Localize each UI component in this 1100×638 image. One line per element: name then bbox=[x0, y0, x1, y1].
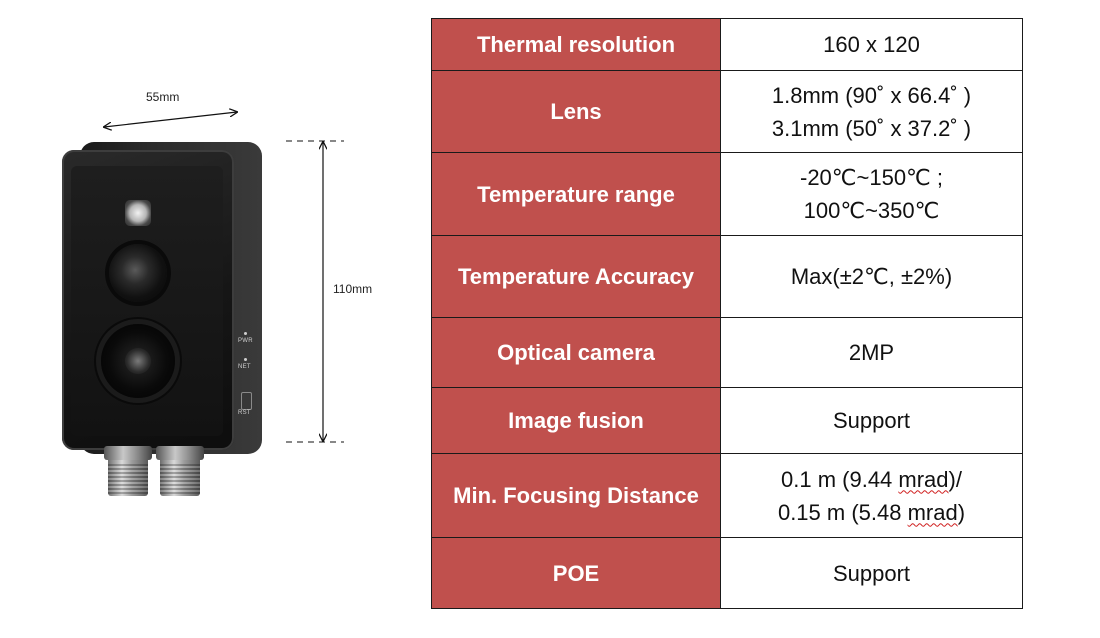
spec-value-line: 0.1 m (9.44 mrad)/ bbox=[731, 463, 1012, 496]
table-row: POE Support bbox=[431, 537, 1023, 609]
thermal-lens-core bbox=[125, 348, 151, 374]
spec-value-part: ) bbox=[957, 499, 966, 525]
spec-value-line: 1.8mm (90˚ x 66.4˚ ) bbox=[771, 82, 972, 108]
spec-label: Image fusion bbox=[431, 387, 721, 454]
spec-value: 160 x 120 bbox=[720, 18, 1023, 71]
spec-label: Min. Focusing Distance bbox=[431, 453, 721, 538]
width-dimension-label: 55mm bbox=[146, 90, 180, 104]
rst-label: RST bbox=[238, 410, 251, 416]
spec-value: Support bbox=[720, 537, 1023, 609]
spec-label: Thermal resolution bbox=[431, 18, 721, 71]
table-row: Thermal resolution 160 x 120 bbox=[431, 18, 1023, 71]
spec-value-line: 3.1mm (50˚ x 37.2˚ ) bbox=[771, 115, 972, 141]
pwr-led bbox=[244, 332, 247, 335]
spec-value-line: 0.15 m (5.48 mrad) bbox=[731, 496, 1012, 529]
table-row: Temperature range -20℃~150℃ ; 100℃~350℃ bbox=[431, 152, 1023, 236]
spec-label: Temperature range bbox=[431, 152, 721, 236]
spec-label: Temperature Accuracy bbox=[431, 235, 721, 318]
spec-value-line: -20℃~150℃ ; bbox=[800, 165, 943, 190]
spec-label: Lens bbox=[431, 70, 721, 153]
spec-value-part: mrad bbox=[907, 499, 958, 525]
spec-value-line: 100℃~350℃ bbox=[803, 198, 940, 223]
connector-left bbox=[104, 446, 152, 496]
thermal-lens bbox=[101, 324, 175, 398]
table-row: Optical camera 2MP bbox=[431, 317, 1023, 388]
spec-label: Optical camera bbox=[431, 317, 721, 388]
spec-value: 0.1 m (9.44 mrad)/ 0.15 m (5.48 mrad) bbox=[720, 453, 1023, 538]
net-led bbox=[244, 358, 247, 361]
camera-front-panel bbox=[62, 150, 234, 450]
table-row: Min. Focusing Distance 0.1 m (9.44 mrad)… bbox=[431, 453, 1023, 538]
product-illustration: 55mm 110mm PWR NET RST bbox=[0, 0, 420, 638]
camera-face bbox=[71, 166, 223, 436]
pwr-label: PWR bbox=[238, 338, 253, 344]
spec-value-line: Support bbox=[832, 408, 911, 433]
fill-light bbox=[125, 200, 151, 226]
connector-right bbox=[156, 446, 204, 496]
spec-value-line: Support bbox=[832, 560, 911, 586]
table-row: Lens 1.8mm (90˚ x 66.4˚ ) 3.1mm (50˚ x 3… bbox=[431, 70, 1023, 153]
spec-value: Support bbox=[720, 387, 1023, 454]
net-label: NET bbox=[238, 364, 251, 370]
table-row: Image fusion Support bbox=[431, 387, 1023, 454]
table-row: Temperature Accuracy Max(±2℃, ±2%) bbox=[431, 235, 1023, 318]
spec-value: -20℃~150℃ ; 100℃~350℃ bbox=[720, 152, 1023, 236]
thermal-camera-image: PWR NET RST bbox=[62, 142, 262, 454]
spec-value-line: Max(±2℃, ±2%) bbox=[790, 264, 953, 289]
reset-button bbox=[241, 392, 252, 410]
spec-value-part: )/ bbox=[948, 466, 962, 492]
spec-table: Thermal resolution 160 x 120 Lens 1.8mm … bbox=[431, 18, 1023, 609]
spec-value: 2MP bbox=[720, 317, 1023, 388]
spec-value-part: 0.15 m (5.48 bbox=[777, 499, 908, 525]
spec-value: Max(±2℃, ±2%) bbox=[720, 235, 1023, 318]
spec-value-part: mrad bbox=[898, 466, 949, 492]
spec-value-line: 2MP bbox=[848, 340, 895, 365]
spec-value-line: 160 x 120 bbox=[823, 32, 920, 57]
spec-value: 1.8mm (90˚ x 66.4˚ ) 3.1mm (50˚ x 37.2˚ … bbox=[720, 70, 1023, 153]
spec-value-part: 0.1 m (9.44 bbox=[781, 466, 899, 492]
optical-lens bbox=[109, 244, 167, 302]
spec-label: POE bbox=[431, 537, 721, 609]
dimension-arrows bbox=[0, 0, 344, 443]
height-dimension-label: 110mm bbox=[333, 282, 373, 296]
